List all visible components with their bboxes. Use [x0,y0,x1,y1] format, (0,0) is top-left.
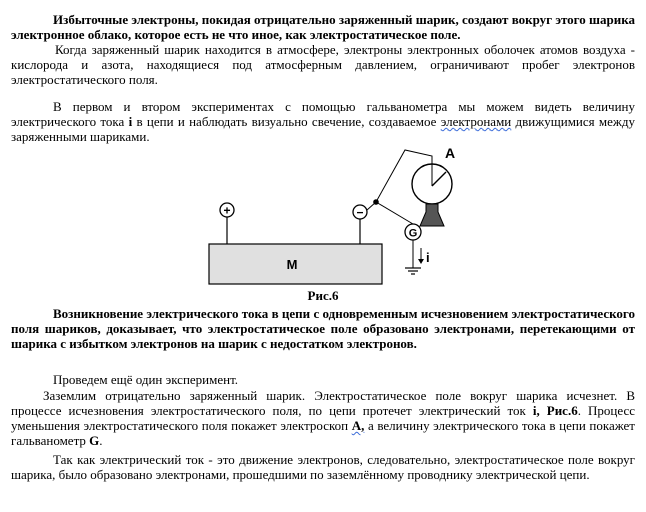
plus-ball [219,202,235,218]
figure-6: M + − A G i [208,145,455,285]
wire-galvanometer [375,201,414,225]
figure-caption: Рис.6 [307,288,339,303]
minus-sign: − [356,206,363,220]
electroscope-leaf [431,171,447,187]
paragraph-5: Проведем ещё один эксперимент. [53,372,239,387]
paragraph-6: Заземлим отрицательно заряженный шарик. … [11,388,635,448]
galvanometer-label: G [409,228,418,240]
paragraph-7: Так как электрический ток - это движение… [11,452,635,482]
electroscope-label: A [445,145,455,161]
electroscope-stand [419,203,445,227]
paragraph-4: Возникновение электрического тока в цепи… [11,306,635,351]
current-arrowhead [418,259,424,264]
paragraph-2: Когда заряженный шарик находится в атмос… [11,42,635,87]
block-m [208,243,383,285]
plus-sign: + [223,204,230,218]
minus-ball [352,204,368,220]
block-label: M [287,257,298,272]
paragraph-3: В первом и втором экспериментах с помощь… [11,99,636,144]
paragraph-1: Избыточные электроны, покидая отрицатель… [11,12,635,42]
wire-electroscope [375,149,433,203]
current-label: i [426,250,430,265]
